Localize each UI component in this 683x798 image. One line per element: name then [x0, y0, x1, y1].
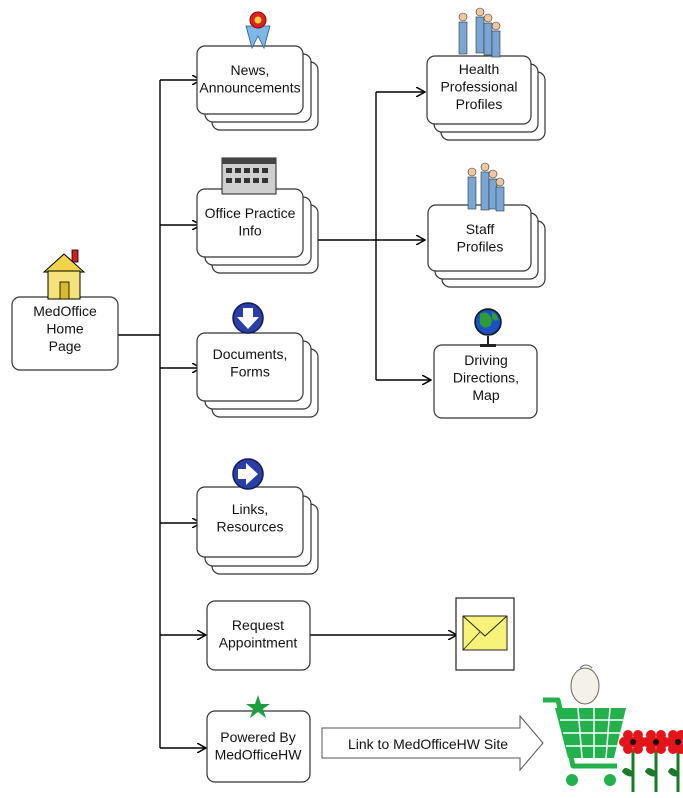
label-line: MedOfficeHW: [215, 747, 303, 763]
flower-icon: [665, 730, 683, 792]
node-news-label: News, Announcements: [199, 62, 300, 96]
label-line: Info: [238, 223, 262, 239]
label-line: Forms: [230, 364, 270, 380]
label-line: Powered By: [220, 729, 295, 745]
globe-icon: [474, 308, 502, 347]
link-arrow[interactable]: Link to MedOfficeHW Site: [321, 714, 544, 772]
label-line: Staff: [466, 221, 495, 237]
label-line: Profiles: [457, 239, 504, 255]
node-links[interactable]: Links, Resources: [196, 486, 319, 575]
label-line: Map: [472, 387, 499, 403]
label-line: Driving: [464, 352, 508, 368]
label-line: Announcements: [199, 80, 300, 96]
ribbon-icon: [245, 11, 271, 50]
building-icon: [221, 157, 277, 195]
node-documents[interactable]: Documents, Forms: [196, 332, 319, 418]
people-icon: [467, 162, 505, 212]
label-line: Appointment: [219, 635, 298, 651]
people-icon: [458, 7, 501, 58]
label-line: Home: [46, 321, 84, 337]
label-line: Directions,: [453, 370, 519, 386]
house-icon: [42, 249, 86, 300]
label-line: Request: [232, 617, 284, 633]
label-line: Documents,: [213, 346, 288, 362]
node-documents-label: Documents, Forms: [213, 346, 288, 380]
node-news[interactable]: News, Announcements: [196, 45, 319, 131]
label-line: Health: [459, 61, 499, 77]
label-line: Profiles: [456, 96, 503, 112]
node-links-label: Links, Resources: [217, 501, 284, 535]
label-line: Resources: [217, 519, 284, 535]
shopping-cart-icon[interactable]: [543, 664, 626, 786]
right-arrow-icon: [232, 458, 264, 490]
label-line: Office Practice: [205, 205, 296, 221]
node-powered[interactable]: Powered By MedOfficeHW: [206, 710, 311, 783]
connectors: [118, 80, 456, 748]
label-line: MedOffice: [33, 303, 97, 319]
link-arrow-label: Link to MedOfficeHW Site: [348, 736, 508, 752]
star-icon: [246, 695, 270, 718]
node-powered-label: Powered By MedOfficeHW: [215, 729, 303, 763]
label-line: Links,: [232, 501, 269, 517]
flower-icon: [619, 730, 647, 792]
label-line: Professional: [440, 79, 517, 95]
label-line: Page: [49, 338, 82, 354]
envelope-icon[interactable]: [455, 597, 515, 671]
down-arrow-icon: [232, 302, 264, 334]
label-line: News,: [231, 62, 270, 78]
